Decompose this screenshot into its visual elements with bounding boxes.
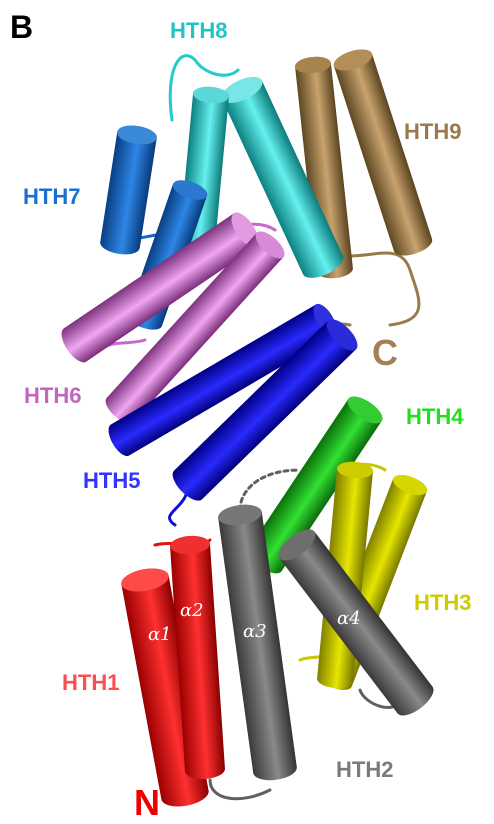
hth2-loop-bottom: [210, 780, 270, 799]
hth4-label: HTH4: [406, 404, 464, 429]
c-terminus-label: C: [372, 332, 398, 373]
hth8-label: HTH8: [170, 18, 227, 43]
helix-cylinders: [56, 45, 438, 810]
panel-letter: B: [10, 9, 33, 45]
n-terminus-label: N: [134, 782, 160, 823]
helix-alpha1-label: α1: [148, 624, 172, 645]
helix-alpha3-label: α3: [243, 621, 267, 642]
helix-alpha4-label: α4: [337, 608, 361, 629]
hth9-label: HTH9: [404, 119, 461, 144]
hth6-label: HTH6: [24, 383, 81, 408]
hth5-loop: [170, 495, 186, 525]
hth1-label: HTH1: [62, 670, 119, 695]
hth7-label: HTH7: [23, 184, 80, 209]
helix-alpha2-label: α2: [180, 600, 204, 621]
hth3-label: HTH3: [414, 590, 471, 615]
hth2-label: HTH2: [336, 757, 393, 782]
hth5-label: HTH5: [83, 468, 140, 493]
